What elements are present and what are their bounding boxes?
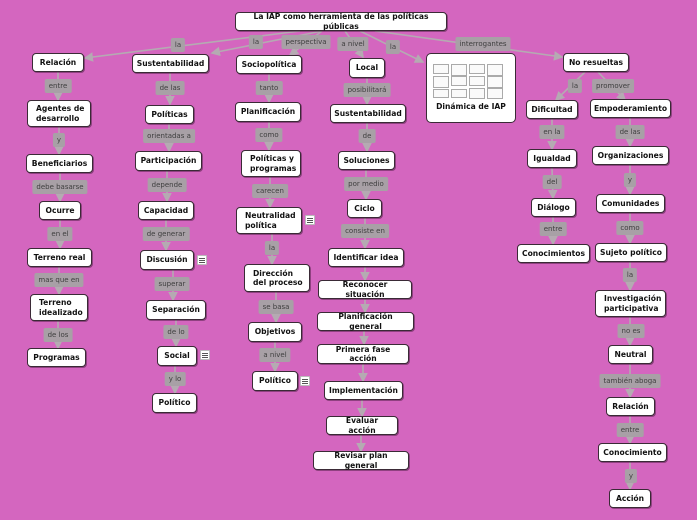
node-local[interactable]: Local	[349, 58, 385, 78]
node-reconocer-situacion[interactable]: Reconocer situación	[318, 280, 412, 299]
node-direccion-del-proceso[interactable]: Dirección del proceso	[244, 264, 310, 292]
node-terreno-idealizado[interactable]: Terreno idealizado	[30, 294, 88, 321]
node-evaluar-accion[interactable]: Evaluar acción	[326, 416, 398, 435]
link-label: promover	[592, 79, 634, 93]
link-label: de las	[155, 81, 185, 95]
node-terreno-real[interactable]: Terreno real	[27, 248, 92, 267]
node-ciclo[interactable]: Ciclo	[347, 199, 382, 218]
link-label: y lo	[164, 372, 186, 386]
link-label: del	[542, 175, 562, 189]
node-identificar-idea[interactable]: Identificar idea	[328, 248, 404, 267]
link-label: no es	[617, 324, 645, 338]
node-sujeto-politico[interactable]: Sujeto político	[595, 243, 667, 262]
node-neutralidad-politica[interactable]: Neutralidad política	[236, 207, 302, 234]
image-caption: Dinámica de IAP	[436, 102, 506, 111]
link-label: también aboga	[599, 374, 661, 388]
node-relacion-2[interactable]: Relación	[606, 397, 655, 416]
node-sustentabilidad[interactable]: Sustentabilidad	[132, 54, 209, 73]
link-label: superar	[154, 277, 190, 291]
link-label: entre	[539, 222, 567, 236]
note-icon[interactable]	[197, 255, 207, 265]
link-label: a nivel	[337, 37, 369, 51]
link-label: interrogantes	[455, 37, 511, 51]
link-label: y	[623, 173, 637, 187]
node-comunidades[interactable]: Comunidades	[596, 194, 665, 213]
link-label: posibilitará	[343, 83, 391, 97]
node-participacion[interactable]: Participación	[135, 151, 202, 171]
node-igualdad[interactable]: Igualdad	[527, 149, 577, 168]
node-no-resueltas[interactable]: No resueltas	[563, 53, 629, 72]
node-sustentabilidad-2[interactable]: Sustentabilidad	[330, 104, 406, 123]
node-dialogo[interactable]: Diálogo	[531, 198, 576, 217]
node-soluciones[interactable]: Soluciones	[338, 151, 395, 170]
node-ocurre[interactable]: Ocurre	[39, 201, 81, 220]
link-label: la	[385, 40, 401, 54]
link-label: la	[248, 35, 264, 49]
node-discusion[interactable]: Discusión	[140, 250, 194, 270]
node-separacion[interactable]: Separación	[146, 300, 206, 320]
node-social[interactable]: Social	[157, 346, 197, 366]
link-label: como	[616, 221, 644, 235]
node-empoderamiento[interactable]: Empoderamiento	[590, 99, 671, 118]
link-label: la	[264, 241, 280, 255]
node-politico-2[interactable]: Político	[252, 371, 298, 391]
link-label: de los	[43, 328, 73, 342]
link-label: carecen	[252, 184, 288, 198]
node-accion[interactable]: Acción	[609, 489, 651, 508]
node-politicas-y-programas[interactable]: Políticas y programas	[241, 150, 301, 177]
link-label: y	[624, 469, 638, 483]
link-label: se basa	[258, 300, 294, 314]
link-label: debe basarse	[32, 180, 88, 194]
node-agentes-de-desarrollo[interactable]: Agentes de desarrollo	[27, 100, 91, 127]
note-icon[interactable]	[200, 350, 210, 360]
node-programas[interactable]: Programas	[27, 348, 86, 367]
diagram-thumbnail-image	[431, 58, 511, 99]
node-conocimiento[interactable]: Conocimiento	[598, 443, 667, 462]
node-revisar-plan-general[interactable]: Revisar plan general	[313, 451, 409, 470]
link-label: depende	[147, 178, 187, 192]
link-label: en el	[47, 227, 73, 241]
node-dinamica-de-iap[interactable]: Dinámica de IAP	[426, 53, 516, 123]
root-node[interactable]: La IAP como herramienta de las políticas…	[235, 12, 447, 31]
node-politicas[interactable]: Políticas	[145, 105, 194, 124]
note-icon[interactable]	[300, 376, 310, 386]
node-capacidad[interactable]: Capacidad	[138, 201, 194, 220]
link-label: la	[170, 38, 186, 52]
node-objetivos[interactable]: Objetivos	[248, 322, 302, 342]
link-label: la	[622, 268, 638, 282]
link-label: por medio	[344, 177, 388, 191]
node-politico[interactable]: Político	[152, 393, 197, 413]
link-label: mas que en	[34, 273, 84, 287]
node-relacion[interactable]: Relación	[32, 53, 84, 72]
link-label: perspectiva	[281, 35, 331, 49]
link-label: la	[567, 79, 583, 93]
note-icon[interactable]	[305, 215, 315, 225]
node-sociopolitica[interactable]: Sociopolítica	[236, 55, 302, 74]
link-label: de	[358, 129, 376, 143]
link-label: entre	[44, 79, 72, 93]
link-label: de generar	[142, 227, 190, 241]
node-primera-fase-accion[interactable]: Primera fase acción	[317, 344, 409, 364]
node-conocimientos[interactable]: Conocimientos	[517, 244, 590, 263]
node-planificacion[interactable]: Planificación	[235, 102, 301, 122]
node-implementacion[interactable]: Implementación	[324, 381, 403, 400]
node-investigacion-participativa[interactable]: Investigación participativa	[595, 290, 666, 317]
link-label: como	[255, 128, 283, 142]
link-label: orientadas a	[143, 129, 195, 143]
node-organizaciones[interactable]: Organizaciones	[592, 146, 669, 165]
link-label: tanto	[255, 81, 283, 95]
link-label: a nivel	[259, 348, 291, 362]
node-beneficiarios[interactable]: Beneficiarios	[26, 154, 93, 173]
link-label: de las	[615, 125, 645, 139]
link-label: y	[52, 133, 66, 147]
node-neutral[interactable]: Neutral	[608, 345, 653, 364]
node-planificacion-general[interactable]: Planificación general	[317, 312, 414, 331]
link-label: entre	[616, 423, 644, 437]
link-label: en la	[539, 125, 565, 139]
link-label: consiste en	[341, 224, 389, 238]
node-dificultad[interactable]: Dificultad	[526, 100, 578, 119]
link-label: de lo	[163, 325, 189, 339]
